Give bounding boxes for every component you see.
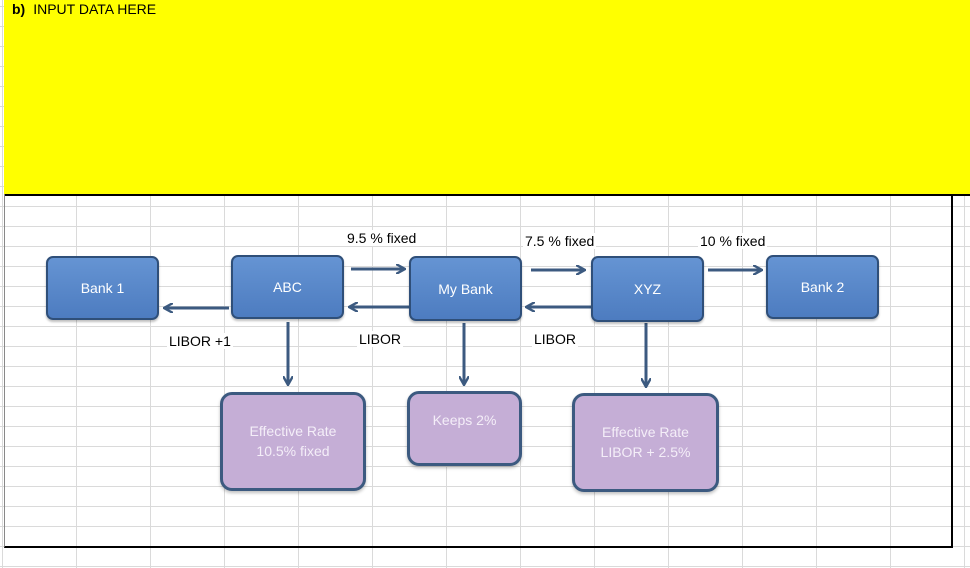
node-bank-2[interactable]: Bank 2 — [766, 255, 879, 319]
label-abc-to-bank1: LIBOR +1 — [167, 333, 233, 349]
node-my-bank[interactable]: My Bank — [409, 256, 522, 321]
result-abc-effective-rate[interactable]: Effective Rate 10.5% fixed — [220, 392, 366, 491]
label-mybank-to-abc: LIBOR — [357, 331, 404, 347]
label-mybank-to-xyz: 7.5 % fixed — [523, 233, 597, 249]
diagram-frame — [4, 194, 953, 548]
part-label: b) — [12, 1, 26, 17]
node-xyz[interactable]: XYZ — [591, 256, 704, 322]
result-abc-line1: Effective Rate — [249, 423, 337, 439]
result-xyz-line1: Effective Rate — [602, 424, 689, 440]
result-xyz-line2: LIBOR + 2.5% — [600, 444, 691, 460]
result-abc-line2: 10.5% fixed — [256, 443, 330, 459]
input-title: INPUT DATA HERE — [33, 1, 157, 17]
input-data-area[interactable]: b) INPUT DATA HERE — [4, 0, 970, 196]
label-abc-to-mybank: 9.5 % fixed — [345, 230, 419, 246]
result-xyz-effective-rate[interactable]: Effective Rate LIBOR + 2.5% — [572, 393, 719, 492]
label-xyz-to-bank2: 10 % fixed — [698, 233, 768, 249]
result-mybank-keeps[interactable]: Keeps 2% — [407, 391, 522, 466]
result-mybank-text: Keeps 2% — [432, 412, 497, 428]
input-header: b) INPUT DATA HERE — [12, 1, 156, 17]
label-xyz-to-mybank: LIBOR — [532, 331, 579, 347]
node-abc[interactable]: ABC — [231, 255, 344, 319]
node-bank-1[interactable]: Bank 1 — [46, 256, 159, 320]
